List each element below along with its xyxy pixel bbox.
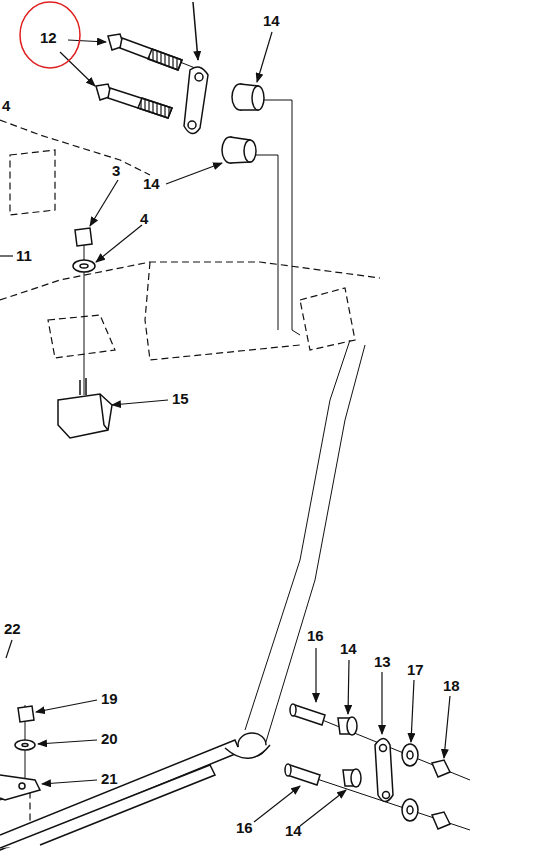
callout-number: 14 (285, 823, 302, 838)
callout-number: 15 (172, 391, 189, 406)
callout-number: 4 (140, 211, 148, 226)
callout-number: 22 (4, 621, 21, 636)
callout-number: 16 (307, 628, 324, 643)
callout-number: 16 (236, 820, 253, 835)
callout-number: 4 (2, 98, 10, 113)
callout-number: 17 (407, 662, 424, 677)
callout-number: 14 (263, 13, 280, 28)
callout-number: 14 (143, 176, 160, 191)
callout-number: 13 (374, 654, 391, 669)
callout-number: 20 (101, 731, 118, 746)
callout-number: 18 (443, 678, 460, 693)
callout-number: 14 (340, 641, 357, 656)
callout-number: 21 (101, 771, 118, 786)
callout-number: 12 (40, 30, 57, 45)
callout-number: 19 (101, 691, 118, 706)
callout-number: 11 (16, 248, 32, 263)
callout-number: 3 (112, 163, 120, 178)
